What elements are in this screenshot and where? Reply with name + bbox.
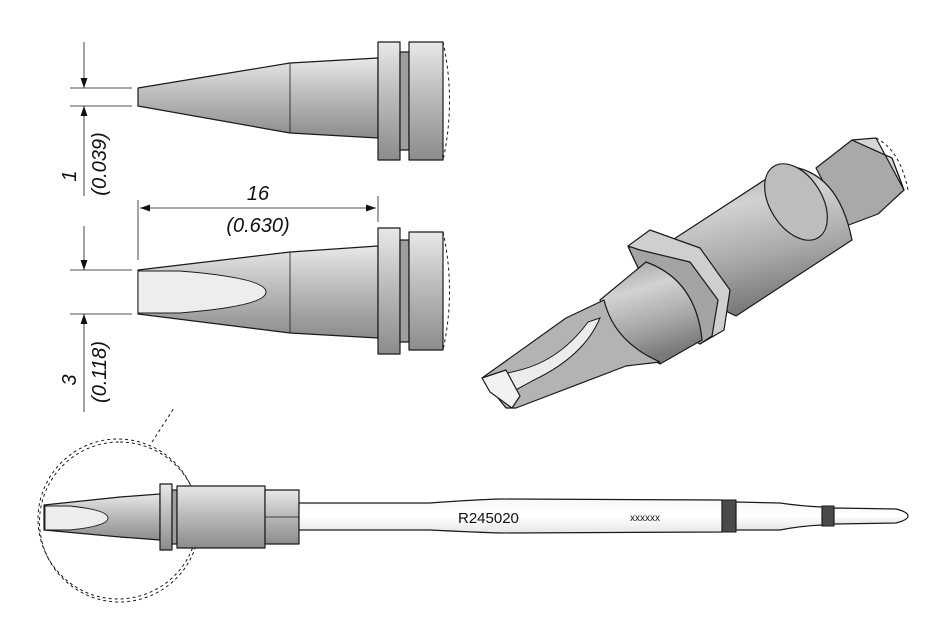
tinned-chisel-face-iso — [486, 317, 601, 393]
part-number-label: R245020 — [458, 510, 519, 527]
tip-isometric-view — [481, 137, 909, 409]
tinned-chisel-face — [137, 270, 267, 314]
dimension-label-tip-thickness-mm: 1 — [59, 170, 81, 181]
dimension-label-tip-thickness-inch: (0.039) — [89, 132, 111, 195]
dimension-label-tip-width-mm: 3 — [59, 374, 81, 385]
detail-leader — [151, 407, 175, 443]
dimension-tip-length: 16 (0.630) — [137, 183, 379, 260]
dark-band-1 — [721, 499, 737, 533]
dimension-tip-thickness: 1 (0.039) — [59, 42, 132, 196]
dimension-label-tip-width-inch: (0.118) — [89, 341, 111, 403]
tip-side-view — [137, 41, 450, 161]
tip-top-view — [137, 227, 450, 355]
serial-code-label: xxxxxx — [630, 513, 660, 524]
dimension-label-tip-length-inch: (0.630) — [226, 215, 289, 237]
dimension-tip-width: 3 (0.118) — [59, 226, 132, 412]
dimension-label-tip-length-mm: 16 — [247, 183, 270, 205]
dark-band-2 — [821, 505, 835, 527]
cartridge-full-view: R245020 xxxxxx — [37, 407, 909, 603]
